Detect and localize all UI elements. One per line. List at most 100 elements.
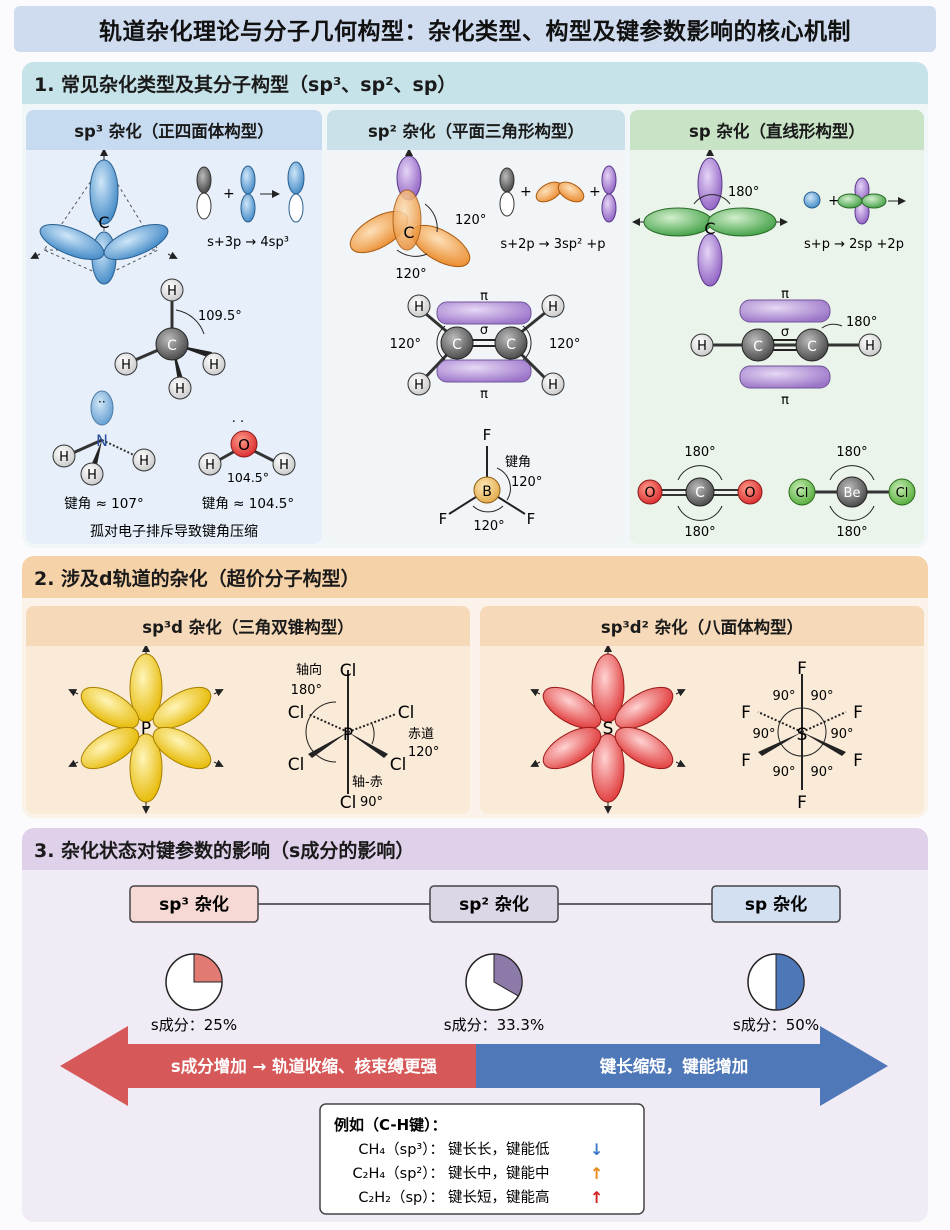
- section-3-heading: 3. 杂化状态对键参数的影响（s成分的影响）: [34, 839, 415, 862]
- sp3-header-text: sp³ 杂化（正四面体构型）: [74, 122, 274, 141]
- svg-text:+: +: [520, 184, 532, 200]
- becl2-molecule: Cl Be Cl 180° 180°: [788, 445, 916, 540]
- svg-text:Cl: Cl: [796, 486, 809, 501]
- svg-text:Be: Be: [844, 486, 861, 501]
- svg-text:F: F: [741, 751, 751, 771]
- sp2-angle-right: 120°: [455, 213, 486, 228]
- svg-text:F: F: [797, 659, 807, 679]
- svg-text:H: H: [697, 339, 707, 354]
- svg-text:H: H: [139, 454, 149, 469]
- section-2-heading: 2. 涉及d轨道的杂化（超价分子构型）: [34, 567, 360, 590]
- svg-text:轴-赤: 轴-赤: [352, 775, 383, 790]
- svg-text:Cl: Cl: [390, 755, 407, 775]
- svg-text:Cl: Cl: [288, 755, 305, 775]
- sp2-diagram: C 120° 120° + + s+2p → 3sp² +p π π σ: [349, 148, 617, 534]
- sp-linear-orbitals: C 180°: [632, 148, 788, 287]
- svg-text:H: H: [865, 339, 875, 354]
- s-fraction-text: s成分：33.3%: [444, 1016, 544, 1034]
- svg-text:Cl: Cl: [288, 703, 305, 723]
- svg-text:S: S: [797, 725, 808, 745]
- svg-text:C: C: [506, 337, 516, 353]
- svg-text:键长短，键能高: 键长短，键能高: [448, 1189, 550, 1206]
- svg-text:120°: 120°: [390, 337, 421, 352]
- svg-text:C₂H₄（sp²）：: C₂H₄（sp²）：: [353, 1165, 444, 1182]
- svg-text:Cl: Cl: [340, 661, 357, 681]
- hybrid-box-label: sp 杂化: [745, 894, 807, 915]
- svg-text:C: C: [98, 213, 109, 232]
- svg-text:C: C: [403, 223, 414, 242]
- s-fraction-text: s成分：25%: [151, 1016, 237, 1034]
- arrow-down-icon: ↓: [590, 1140, 603, 1159]
- acetylene-molecule: π π σ C C H H 180°: [690, 287, 882, 408]
- sp3d-panel-header: sp³d 杂化（三角双锥构型）: [26, 606, 470, 646]
- sp2-trigonal-orbitals: C 120° 120°: [349, 148, 486, 282]
- bf3-molecule: F F F B 键角 120° 120°: [439, 426, 543, 534]
- s-fraction-slice: [493, 953, 523, 997]
- svg-text:赤道: 赤道: [408, 727, 434, 742]
- svg-text:180°: 180°: [836, 445, 867, 460]
- s-fraction-slice: [193, 953, 223, 983]
- svg-text:Cl: Cl: [398, 703, 415, 723]
- svg-text:C: C: [167, 338, 177, 354]
- svg-text:F: F: [853, 703, 863, 723]
- svg-text:· ·: · ·: [232, 415, 244, 430]
- svg-text:F: F: [797, 793, 807, 813]
- sp3-note: 孤对电子排斥导致键角压缩: [90, 524, 258, 540]
- svg-text:轴向: 轴向: [296, 662, 322, 678]
- svg-text:C: C: [695, 485, 705, 501]
- ammonia-molecule: ·· N H H H 键角 ≈ 107°: [52, 390, 156, 512]
- svg-text:+: +: [223, 186, 235, 202]
- sp2-formation-diagram: + + s+2p → 3sp² +p: [499, 165, 617, 252]
- sp2-panel: sp² 杂化（平面三角形构型） C 120° 120° +: [327, 110, 625, 544]
- svg-text:+: +: [589, 184, 601, 200]
- sp3d2-panel: sp³d² 杂化（八面体构型） S: [480, 606, 924, 814]
- sp-header-text: sp 杂化（直线形构型）: [689, 122, 865, 141]
- section-3-header: 3. 杂化状态对键参数的影响（s成分的影响）: [22, 828, 928, 870]
- svg-text:Cl: Cl: [340, 793, 357, 813]
- sp3-formation-diagram: + s+3p → 4sp³: [196, 161, 305, 250]
- sp-formation-diagram: + s+p → 2sp +2p: [803, 177, 906, 252]
- hybrid-box: [711, 885, 841, 923]
- methane-molecule: C H H H H 109.5°: [114, 278, 242, 400]
- trend-arrow: s成分增加 → 轨道收缩、核束缚更强 键长缩短，键能增加: [60, 1026, 888, 1106]
- arrow-up-icon: ↑: [590, 1188, 603, 1207]
- methane-angle: 109.5°: [198, 309, 242, 324]
- svg-text:P: P: [141, 719, 151, 739]
- svg-text:Cl: Cl: [896, 486, 909, 501]
- svg-text:180°: 180°: [684, 445, 715, 460]
- svg-text:H: H: [279, 458, 289, 473]
- svg-text:90°: 90°: [772, 765, 795, 780]
- svg-text:H: H: [205, 458, 215, 473]
- svg-text:H: H: [414, 378, 424, 393]
- svg-text:CH₄（sp³）：: CH₄（sp³）：: [358, 1141, 444, 1158]
- hybrid-box-label: sp³ 杂化: [159, 894, 229, 915]
- svg-text:··: ··: [98, 395, 106, 409]
- svg-text:90°: 90°: [830, 727, 853, 742]
- svg-text:键角: 键角: [505, 455, 531, 470]
- svg-text:F: F: [741, 703, 751, 723]
- svg-text:O: O: [644, 485, 655, 501]
- arrow-up-icon: ↑: [590, 1164, 603, 1183]
- sp3d2-orbitals: S: [530, 644, 686, 814]
- hybrid-box: [129, 885, 259, 923]
- sp2-formation-text: s+2p → 3sp² +p: [500, 237, 605, 252]
- section-1: 1. 常见杂化类型及其分子构型（sp³、sp²、sp） sp³ 杂化（正四面体构…: [22, 62, 928, 548]
- svg-text:C: C: [704, 219, 715, 238]
- svg-text:H: H: [548, 378, 558, 393]
- svg-text:H: H: [548, 300, 558, 315]
- sp-formation-text: s+p → 2sp +2p: [804, 237, 904, 252]
- sp3-panel: sp³ 杂化（正四面体构型） C +: [26, 110, 322, 544]
- nh3-angle-text: 键角 ≈ 107°: [64, 496, 143, 512]
- svg-text:180°: 180°: [291, 683, 322, 698]
- svg-text:π: π: [480, 289, 488, 304]
- s-fraction-slice: [775, 953, 805, 1011]
- svg-text:H: H: [175, 382, 185, 397]
- svg-text:σ: σ: [480, 323, 488, 338]
- h2o-angle-text: 键角 ≈ 104.5°: [202, 496, 294, 512]
- sp3d2-panel-header: sp³d² 杂化（八面体构型）: [480, 606, 924, 646]
- svg-text:F: F: [527, 510, 536, 528]
- svg-text:σ: σ: [781, 325, 789, 340]
